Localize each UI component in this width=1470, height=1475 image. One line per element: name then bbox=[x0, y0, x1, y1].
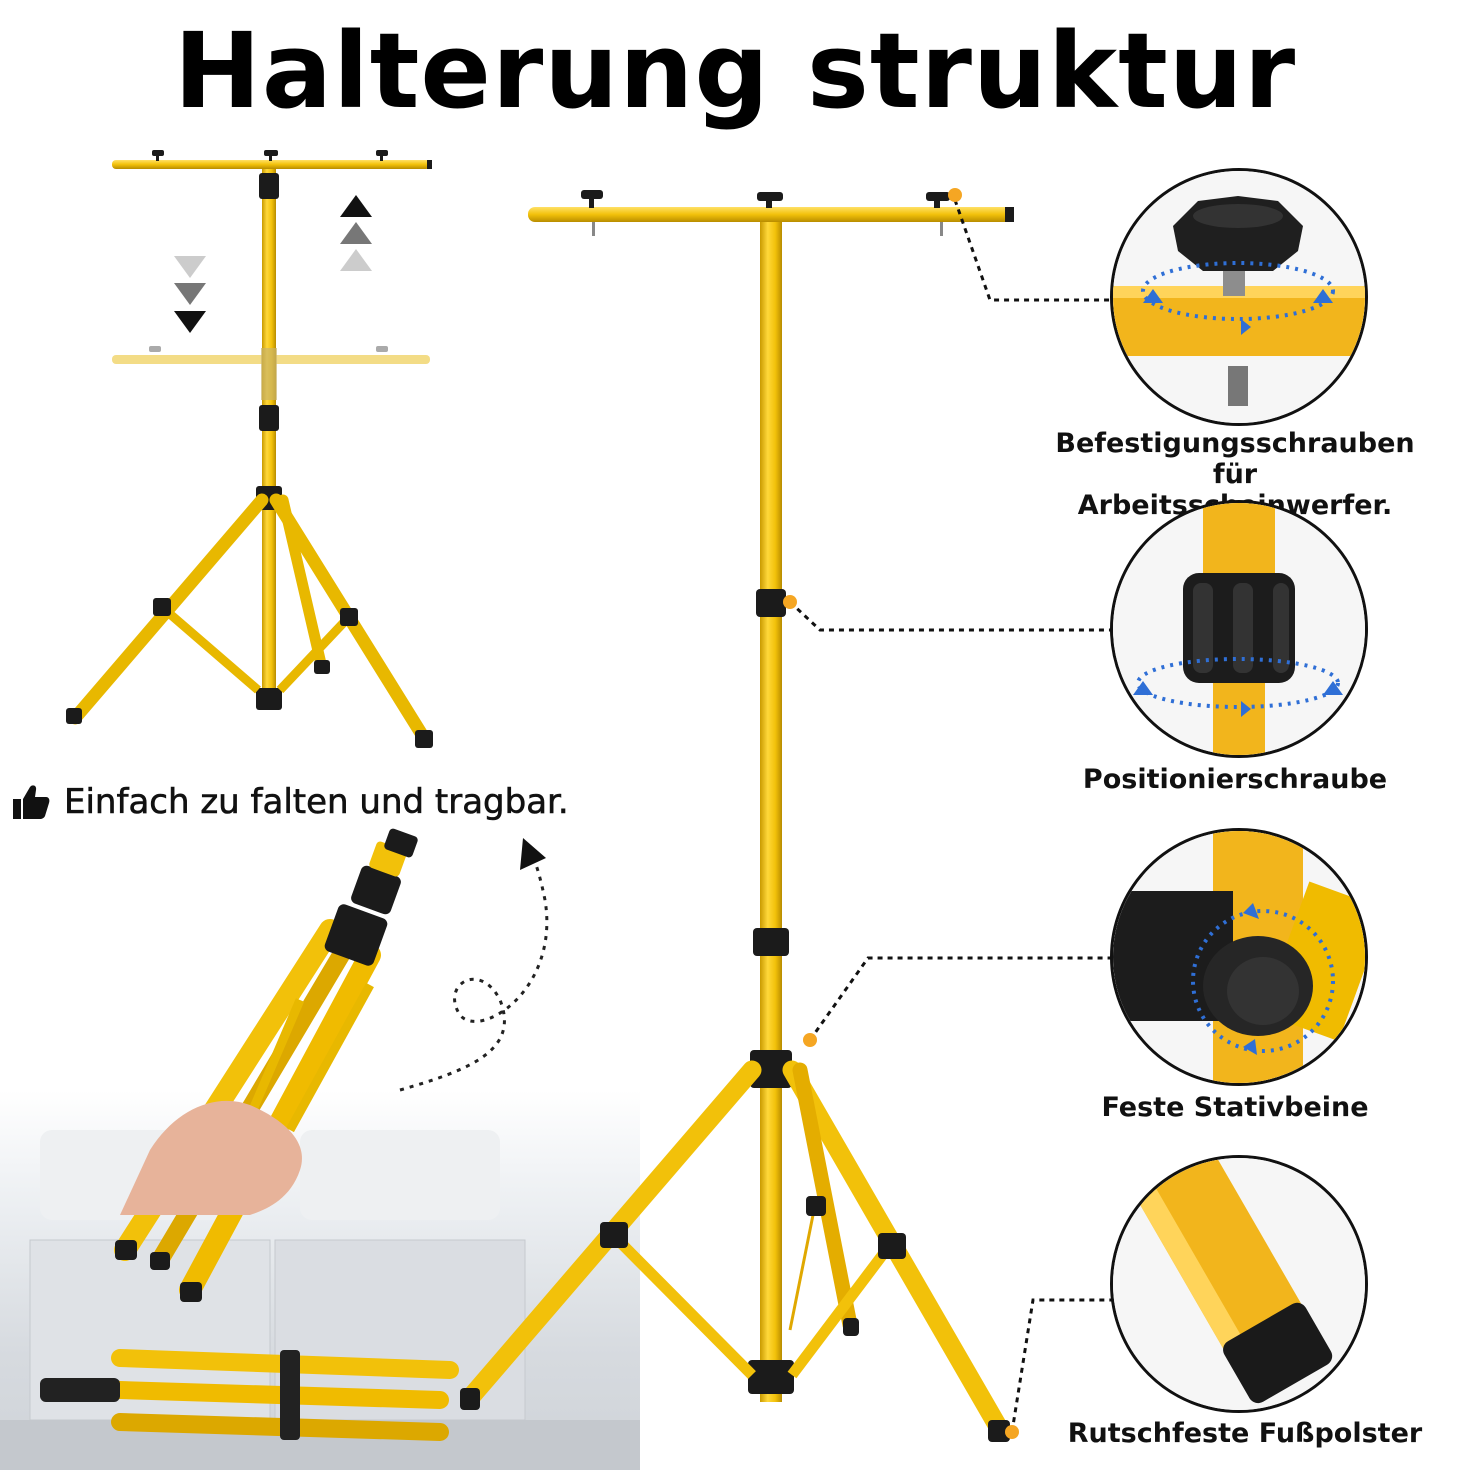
legs-caption: Feste Stativbeine bbox=[1101, 1092, 1369, 1123]
up-arrows-icon bbox=[340, 195, 372, 271]
folded-tripod bbox=[40, 828, 459, 1441]
screw-detail-circle bbox=[1110, 168, 1368, 426]
page-title: Halterung struktur bbox=[173, 10, 1297, 132]
fold-arrow-icon bbox=[399, 838, 549, 1092]
screws-caption: Befestigungsschrauben für Arbeitsscheinw… bbox=[1030, 428, 1440, 521]
legs-detail-circle bbox=[1110, 828, 1368, 1086]
position-screw-detail-circle bbox=[1110, 500, 1368, 758]
small-tripod bbox=[66, 150, 433, 748]
fold-feature-text: Einfach zu falten und tragbar. bbox=[64, 782, 569, 823]
down-arrows-icon bbox=[174, 256, 206, 333]
fold-feature-label: Einfach zu falten und tragbar. bbox=[12, 780, 569, 824]
callout-leaders bbox=[788, 199, 1112, 1433]
thumbs-up-icon bbox=[13, 785, 50, 819]
screws-caption-line1: Befestigungsschrauben für bbox=[1055, 428, 1415, 490]
pads-caption: Rutschfeste Fußpolster bbox=[1067, 1418, 1423, 1449]
position-caption: Positionierschraube bbox=[1082, 764, 1388, 795]
main-tripod bbox=[460, 190, 1014, 1442]
callout-markers bbox=[783, 188, 1019, 1439]
pads-detail-circle bbox=[1110, 1155, 1368, 1413]
